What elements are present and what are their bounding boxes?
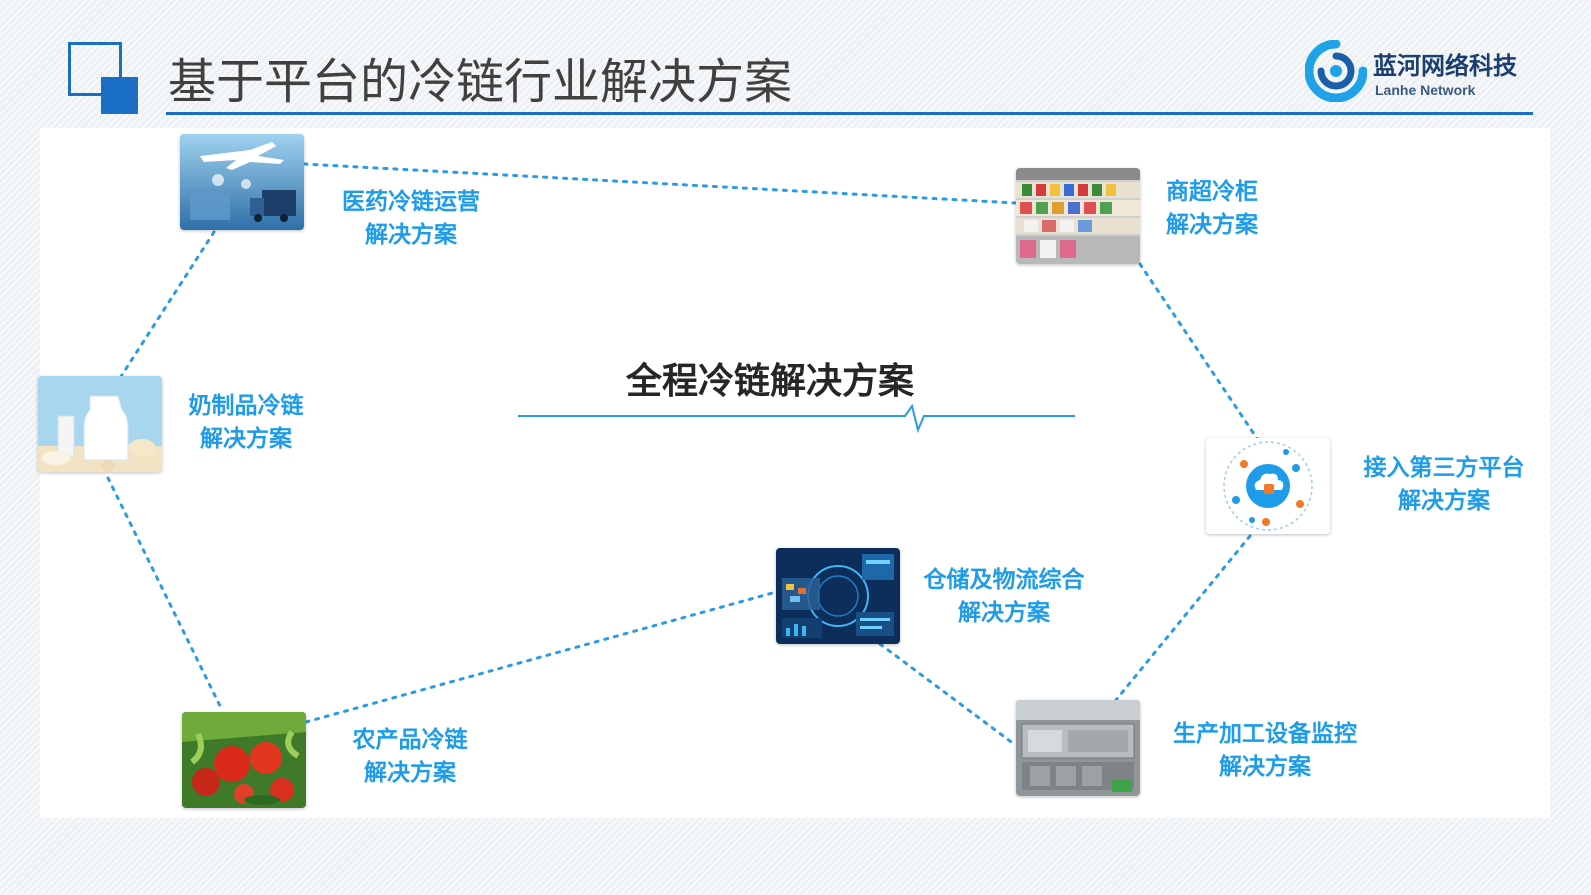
brand-name-cn: 蓝河网络科技 <box>1373 52 1517 80</box>
label-equipment: 生产加工设备监控 解决方案 <box>1150 718 1380 784</box>
label-dairy-line2: 解决方案 <box>200 426 292 452</box>
pharma-image <box>180 134 304 230</box>
title-decoration <box>68 42 140 114</box>
label-supermarket-line1: 商超冷柜 <box>1166 179 1258 205</box>
label-pharma-line2: 解决方案 <box>365 222 457 248</box>
link-supermarket-third-party <box>1138 262 1260 442</box>
label-produce: 农产品冷链 解决方案 <box>334 724 486 790</box>
warehouse-dashboard-icon <box>776 548 900 644</box>
lanhe-logo-icon <box>1305 40 1367 102</box>
brand-name-en: Lanhe Network <box>1375 82 1476 98</box>
link-warehouse-equipment <box>878 642 1016 746</box>
label-equipment-line2: 解决方案 <box>1219 754 1311 780</box>
label-third-party: 接入第三方平台 解决方案 <box>1338 452 1550 518</box>
label-warehouse: 仓储及物流综合 解决方案 <box>904 564 1104 630</box>
link-pharma-dairy <box>118 230 216 380</box>
outline-square <box>68 42 122 96</box>
supermarket-image <box>1016 168 1140 264</box>
cloud-platform-icon <box>1206 438 1330 534</box>
produce-image <box>182 712 306 808</box>
third-party-image <box>1206 438 1330 534</box>
equipment-image <box>1016 700 1140 796</box>
label-warehouse-line1: 仓储及物流综合 <box>923 567 1085 593</box>
label-third-party-line1: 接入第三方平台 <box>1363 455 1525 481</box>
label-dairy: 奶制品冷链 解决方案 <box>170 390 322 456</box>
warehouse-image <box>776 548 900 644</box>
label-pharma: 医药冷链运营 解决方案 <box>316 186 506 252</box>
link-pharma-supermarket <box>302 162 1018 205</box>
center-pulse-line <box>518 403 1075 434</box>
milk-dairy-icon <box>38 376 162 472</box>
label-warehouse-line2: 解决方案 <box>958 600 1050 626</box>
label-dairy-line1: 奶制品冷链 <box>188 393 304 419</box>
center-title: 全程冷链解决方案 <box>625 361 914 402</box>
brand-logo: 蓝河网络科技 Lanhe Network <box>1305 38 1545 108</box>
label-pharma-line1: 医药冷链运营 <box>342 189 480 215</box>
supermarket-fridge-icon <box>1016 168 1140 264</box>
link-produce-warehouse <box>304 590 778 724</box>
title-underline <box>166 112 1533 115</box>
label-equipment-line1: 生产加工设备监控 <box>1173 721 1357 747</box>
airplane-truck-logistics-icon <box>180 134 304 230</box>
link-dairy-produce <box>106 476 224 712</box>
label-produce-line2: 解决方案 <box>364 760 456 786</box>
label-supermarket: 商超冷柜 解决方案 <box>1150 176 1274 242</box>
label-produce-line1: 农产品冷链 <box>352 727 468 753</box>
dairy-image <box>38 376 162 472</box>
processing-equipment-icon <box>1016 700 1140 796</box>
label-third-party-line2: 解决方案 <box>1398 488 1490 514</box>
page-title: 基于平台的冷链行业解决方案 <box>168 54 793 110</box>
vegetables-icon <box>182 712 306 808</box>
filled-square <box>101 77 138 114</box>
link-third-party-equipment <box>1114 534 1252 702</box>
label-supermarket-line2: 解决方案 <box>1166 212 1258 238</box>
